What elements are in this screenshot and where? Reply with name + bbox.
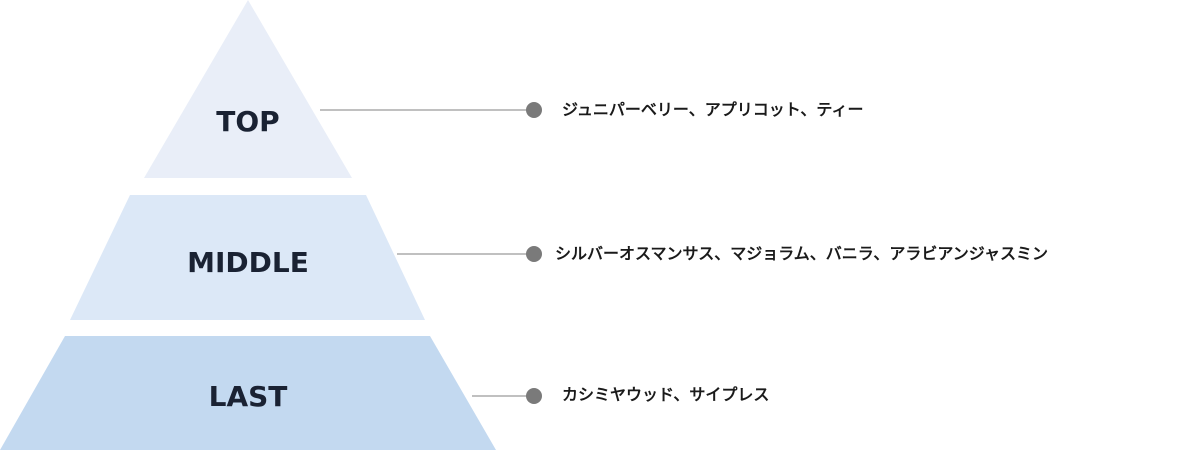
tier-middle-shape: [70, 195, 425, 320]
tier-middle-label: MIDDLE: [187, 246, 309, 279]
tier-middle-notes: シルバーオスマンサス、マジョラム、バニラ、アラビアンジャスミン: [555, 244, 1048, 263]
tier-last-shape: [0, 336, 496, 450]
tier-top-shape: [144, 0, 352, 178]
dot-icon: [526, 246, 542, 262]
tier-top-notes: ジュニパーベリー、アプリコット、ティー: [562, 100, 863, 119]
tier-last-label: LAST: [209, 380, 288, 413]
dot-icon: [526, 102, 542, 118]
tier-top: TOP ジュニパーベリー、アプリコット、ティー: [144, 0, 863, 178]
tier-last: LAST カシミヤウッド、サイプレス: [0, 336, 769, 450]
tier-top-label: TOP: [216, 105, 279, 138]
tier-last-notes: カシミヤウッド、サイプレス: [562, 385, 769, 404]
dot-icon: [526, 388, 542, 404]
tier-middle: MIDDLE シルバーオスマンサス、マジョラム、バニラ、アラビアンジャスミン: [70, 195, 1048, 320]
